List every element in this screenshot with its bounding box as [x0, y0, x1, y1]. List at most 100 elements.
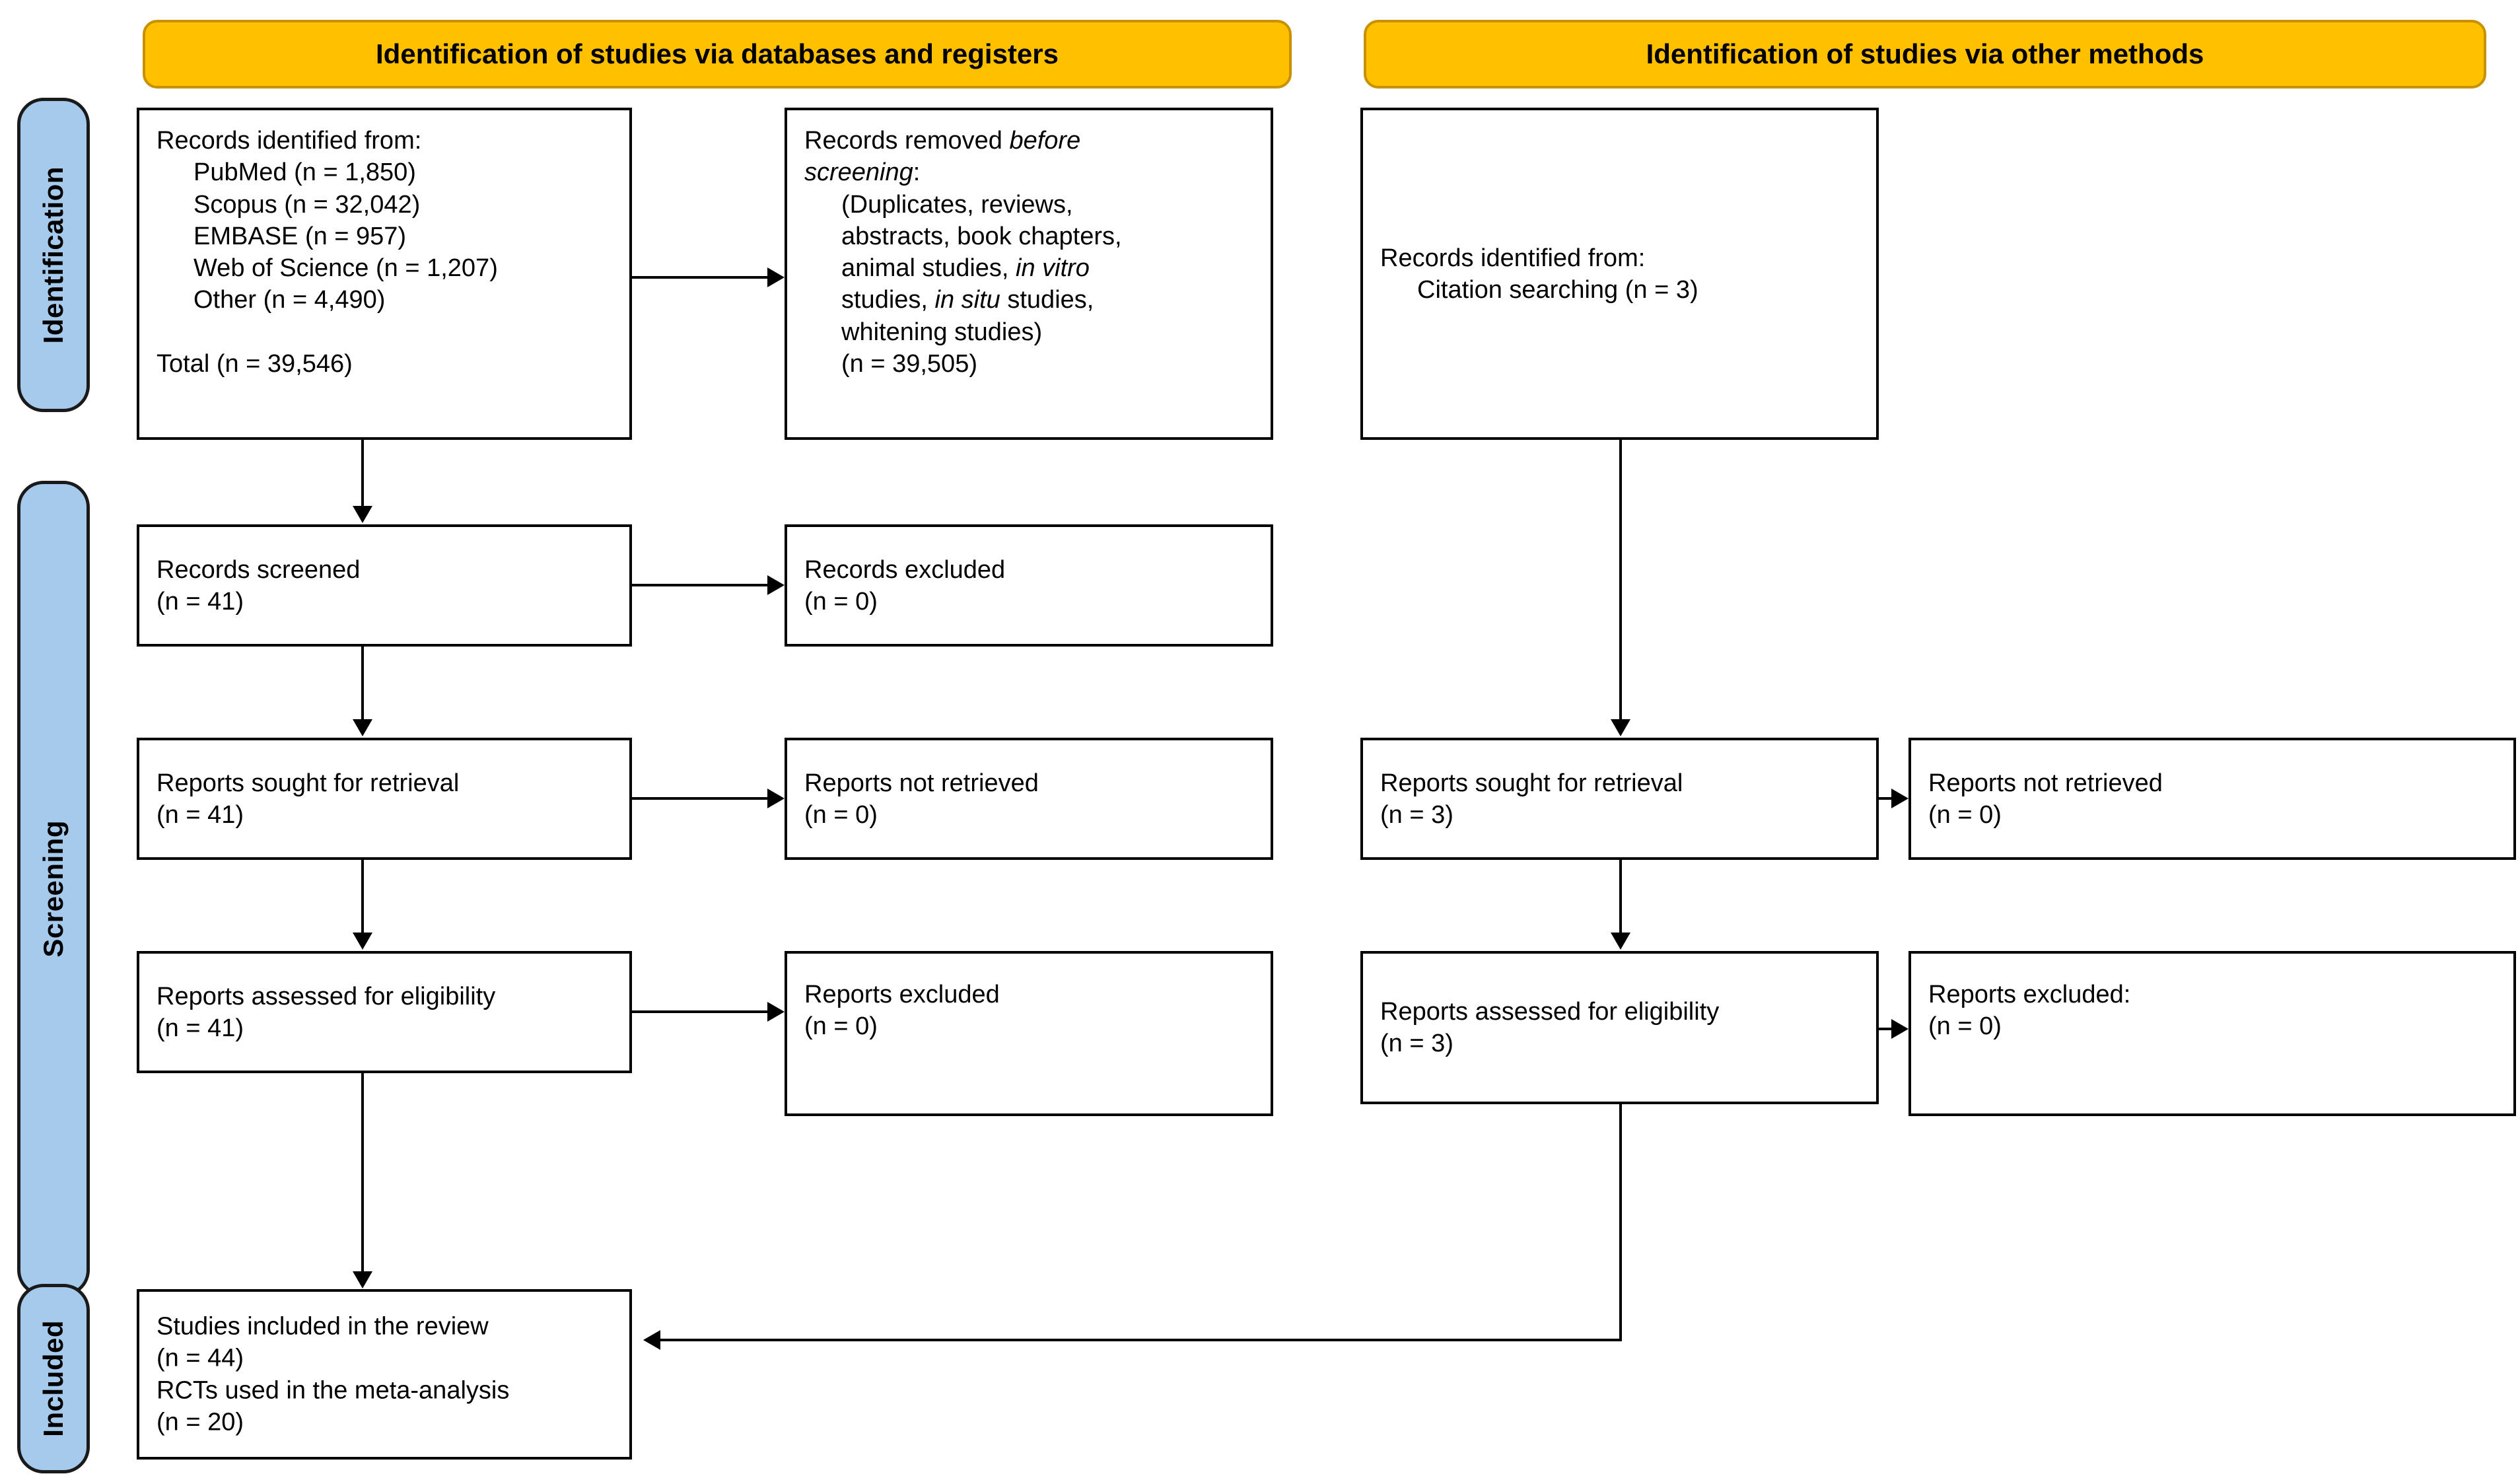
phase-bar-identification: Identification [17, 98, 90, 412]
records-identified-spacer [157, 316, 620, 348]
arrowhead-sought-to-not-retrieved-left [767, 789, 785, 808]
records-removed-line6b: in situ [934, 286, 1000, 314]
arrowhead-identified-to-screened [353, 506, 372, 523]
reports-not-retrieved-left-line2: (n = 0) [804, 800, 878, 829]
arrowhead-assessed-to-excluded-left [767, 1002, 785, 1022]
box-reports-sought-right-text: Reports sought for retrieval(n = 3) [1380, 767, 1867, 831]
arrowhead-assessed-to-included-left [353, 1271, 372, 1288]
box-reports-excluded-left-text: Reports excluded(n = 0) [804, 979, 1261, 1043]
column-header-other-methods: Identification of studies via other meth… [1364, 20, 2486, 88]
records-removed-line8: (n = 39,505) [841, 349, 977, 378]
records-removed-line1a: Records removed [804, 127, 1010, 155]
records-removed-line2c: : [913, 159, 921, 187]
reports-not-retrieved-left-line1: Reports not retrieved [804, 769, 1039, 797]
records-removed-line7: whitening studies) [841, 318, 1043, 346]
reports-assessed-right-line2: (n = 3) [1380, 1030, 1453, 1057]
box-reports-excluded-left: Reports excluded(n = 0) [785, 951, 1273, 1116]
box-reports-sought-right: Reports sought for retrieval(n = 3) [1360, 738, 1879, 860]
box-reports-not-retrieved-right-text: Reports not retrieved (n = 0) [1928, 767, 2504, 831]
records-excluded-line2: (n = 0) [804, 587, 878, 616]
reports-not-retrieved-right-line2: (n = 0) [1928, 800, 2002, 829]
studies-included-line2: (n = 44) [157, 1344, 244, 1372]
box-records-screened: Records screened (n = 41) [137, 524, 632, 647]
connector-screened-to-sought [361, 647, 364, 719]
column-header-databases: Identification of studies via databases … [143, 20, 1292, 88]
box-studies-included-text: Studies included in the review (n = 44) RC… [157, 1311, 620, 1438]
records-identified-other-line1: Records identified from: [1380, 244, 1646, 272]
connector-assessed-to-excluded-right [1879, 1028, 1891, 1030]
studies-included-line4: (n = 20) [157, 1408, 244, 1436]
box-reports-excluded-right-text: Reports excluded: (n = 0) [1928, 979, 2504, 1043]
reports-assessed-right-line1: Reports assessed for eligibility [1380, 997, 1720, 1026]
reports-sought-left-line1: Reports sought for retrieval [157, 769, 460, 797]
reports-assessed-left-line1: Reports assessed for eligibility [157, 982, 496, 1010]
connector-sought-to-assessed-left [361, 860, 364, 933]
reports-assessed-left-line2: (n = 41) [157, 1014, 244, 1042]
connector-other-to-sought-right [1619, 440, 1622, 719]
arrowhead-sought-to-assessed-right [1611, 933, 1630, 950]
box-reports-assessed-left-text: Reports assessed for eligibility (n = 41) [157, 980, 620, 1044]
reports-sought-left-line2: (n = 41) [157, 800, 244, 829]
reports-excluded-right-line2: (n = 0) [1928, 1012, 2002, 1041]
records-removed-line2b: screening [804, 159, 913, 187]
records-removed-line6a: studies, [841, 286, 935, 314]
box-records-identified: Records identified from: PubMed (n = 1,85… [137, 108, 632, 440]
box-records-identified-other-text: Records identified from: Citation searchi… [1380, 242, 1867, 306]
connector-screened-to-excluded [632, 584, 767, 586]
studies-included-line3: RCTs used in the meta-analysis [157, 1376, 510, 1404]
records-removed-line5b: in vitro [1016, 254, 1090, 282]
connector-identified-to-screened [361, 440, 364, 506]
records-screened-line2: (n = 41) [157, 587, 244, 616]
records-removed-line1b: before [1009, 127, 1081, 155]
column-header-databases-label: Identification of studies via databases … [376, 38, 1059, 69]
phase-label-identification: Identification [38, 166, 69, 344]
reports-excluded-left-line1: Reports excluded [804, 981, 1000, 1008]
arrowhead-sought-to-assessed-left [353, 933, 372, 950]
connector-identified-to-removed [632, 276, 767, 279]
connector-assessed-to-excluded-left [632, 1010, 767, 1013]
arrowhead-assessed-to-excluded-right [1891, 1019, 1908, 1039]
records-identified-line7: Total (n = 39,546) [157, 349, 353, 378]
records-identified-line2: PubMed (n = 1,850) [193, 159, 416, 187]
records-identified-line3: Scopus (n = 32,042) [193, 190, 421, 219]
records-identified-line6: Other (n = 4,490) [193, 286, 386, 314]
box-reports-assessed-right-text: Reports assessed for eligibility (n = 3) [1380, 996, 1867, 1060]
arrowhead-right-to-included [643, 1330, 660, 1350]
arrowhead-screened-to-excluded [767, 575, 785, 595]
connector-sought-to-not-retrieved-right [1879, 797, 1891, 800]
records-identified-line1: Records identified from: [157, 127, 422, 155]
records-identified-other-line2: Citation searching (n = 3) [1417, 275, 1698, 304]
records-removed-line4: abstracts, book chapters, [841, 222, 1122, 250]
phase-bar-screening: Screening [17, 481, 90, 1296]
arrowhead-sought-to-not-retrieved-right [1891, 789, 1908, 808]
reports-sought-right-line1: Reports sought for retrieval [1380, 769, 1683, 797]
studies-included-line1: Studies included in the review [157, 1312, 489, 1341]
connector-right-to-included-vertical [1619, 1104, 1622, 1341]
box-reports-excluded-right: Reports excluded: (n = 0) [1908, 951, 2516, 1116]
records-identified-line5: Web of Science (n = 1,207) [193, 254, 498, 282]
box-reports-not-retrieved-left: Reports not retrieved (n = 0) [785, 738, 1273, 860]
phase-bar-included: Included [17, 1284, 90, 1473]
connector-right-to-included-horizontal [660, 1339, 1622, 1341]
phase-label-screening: Screening [38, 820, 69, 958]
box-reports-sought-left: Reports sought for retrieval (n = 41) [137, 738, 632, 860]
box-records-excluded-text: Records excluded (n = 0) [804, 553, 1261, 617]
records-removed-line6c: studies, [1000, 286, 1094, 314]
column-header-other-methods-label: Identification of studies via other meth… [1646, 38, 2204, 69]
connector-sought-to-not-retrieved-left [632, 797, 767, 800]
box-records-excluded: Records excluded (n = 0) [785, 524, 1273, 647]
reports-not-retrieved-right-line1: Reports not retrieved [1928, 769, 2163, 797]
box-reports-assessed-left: Reports assessed for eligibility (n = 41) [137, 951, 632, 1073]
phase-label-included: Included [38, 1320, 69, 1437]
connector-sought-to-assessed-right [1619, 860, 1622, 933]
records-removed-line5a: animal studies, [841, 254, 1016, 282]
box-reports-not-retrieved-left-text: Reports not retrieved (n = 0) [804, 767, 1261, 831]
connector-assessed-to-included-left [361, 1073, 364, 1271]
box-reports-not-retrieved-right: Reports not retrieved (n = 0) [1908, 738, 2516, 860]
records-excluded-line1: Records excluded [804, 555, 1006, 584]
records-screened-line1: Records screened [157, 555, 361, 584]
box-reports-assessed-right: Reports assessed for eligibility (n = 3) [1360, 951, 1879, 1104]
reports-excluded-right-line1: Reports excluded: [1928, 981, 2131, 1008]
